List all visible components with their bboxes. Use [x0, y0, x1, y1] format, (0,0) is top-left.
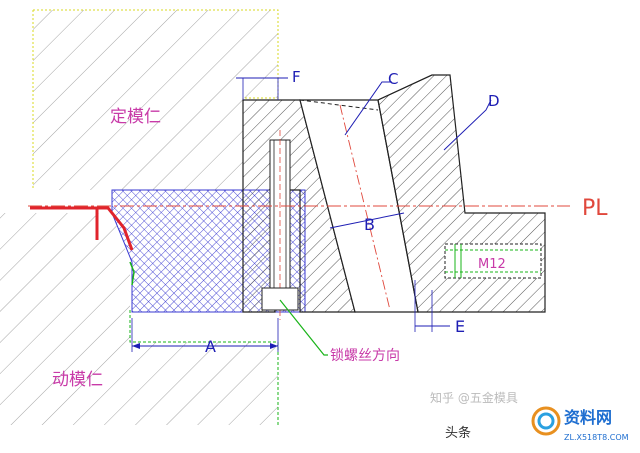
dim-b-label: B [364, 215, 375, 234]
dim-d-label: D [488, 92, 500, 110]
dimension-e: E [414, 280, 465, 336]
dim-e-label: E [455, 317, 465, 336]
dimension-a: A [131, 318, 279, 356]
source-watermark: 知乎 @五金模具 [430, 390, 518, 405]
moving-core [0, 213, 279, 425]
parting-line: PL [28, 196, 608, 221]
green-edge [129, 261, 135, 286]
dim-f-label: F [292, 68, 301, 86]
brand-url: ZL.X518T8.COM [564, 433, 629, 442]
m12-label: M12 [478, 257, 506, 272]
hole-centerline [339, 104, 391, 311]
fixed-core [32, 9, 279, 190]
screw-direction-leader [279, 299, 328, 356]
dim-a-label: A [205, 337, 216, 356]
dimension-b: B [329, 212, 405, 234]
product-edge [30, 206, 134, 251]
toutiao-watermark: 头条 [445, 425, 471, 441]
brand-logo: 资料网 ZL.X518T8.COM [531, 406, 629, 442]
screw-direction-label: 锁螺丝方向 [330, 348, 400, 364]
pl-label: PL [582, 196, 608, 221]
brand-name: 资料网 [564, 408, 612, 427]
threaded-hole: M12 [444, 243, 542, 279]
leader-d: D [443, 92, 500, 151]
dimension-f: F [236, 68, 301, 100]
screw [261, 130, 299, 320]
moving-core-label: 动模仁 [52, 370, 103, 390]
dim-c-label: C [388, 70, 398, 88]
leader-c: C [344, 70, 398, 136]
fixed-core-label: 定模仁 [110, 107, 161, 127]
